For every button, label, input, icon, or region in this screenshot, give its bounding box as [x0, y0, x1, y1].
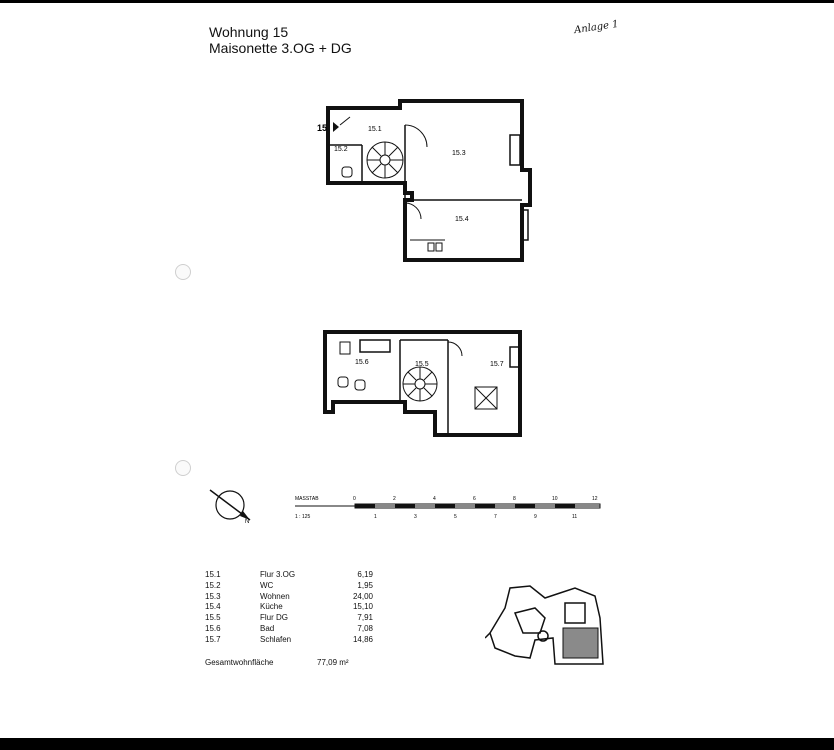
scale-bar-label: MASSTAB [295, 496, 319, 502]
scale-tick: 0 [353, 496, 356, 502]
punch-hole [175, 460, 191, 476]
scale-tick: 9 [534, 514, 537, 520]
unit-marker: 15 [317, 123, 327, 133]
scale-tick: 8 [513, 496, 516, 502]
scan-edge-bottom [0, 738, 834, 750]
scale-ratio: 1 : 125 [295, 514, 311, 520]
total-area-label: Gesamtwohnfläche [205, 658, 274, 667]
scale-tick: 1 [374, 514, 377, 520]
spiral-stair-icon [366, 141, 404, 179]
room-label: 15.2 [334, 146, 348, 153]
annex-note: Anlage 1 [573, 18, 620, 37]
room-label: 15.7 [490, 361, 504, 368]
unit-entry-arrow-icon [333, 122, 339, 132]
floor-plan-upper: 15 15.1 15.2 15.3 15.4 [317, 99, 532, 262]
north-arrow-icon: N [209, 489, 251, 525]
scale-tick: 10 [552, 496, 558, 502]
room-label: 15.1 [368, 126, 382, 133]
room-label: 15.5 [415, 361, 429, 368]
scale-tick: 6 [473, 496, 476, 502]
scale-tick: 11 [572, 514, 577, 520]
punch-hole [175, 264, 191, 280]
scale-tick: 12 [592, 496, 598, 502]
room-label: 15.6 [355, 359, 369, 366]
page-title: Wohnung 15 [209, 24, 289, 40]
scale-tick: 5 [454, 514, 457, 520]
skylight-icon [474, 386, 498, 410]
total-area-value: 77,09 m² [317, 658, 349, 667]
building-site-plan-icon [485, 585, 604, 665]
floor-plan-lower: 15.6 15.5 15.7 [323, 330, 522, 437]
scale-tick: 4 [433, 496, 436, 502]
page-subtitle: Maisonette 3.OG + DG [209, 40, 352, 56]
scale-tick: 2 [393, 496, 396, 502]
room-label: 15.3 [452, 150, 466, 157]
spiral-stair-icon [402, 366, 438, 402]
scale-tick: 7 [494, 514, 497, 520]
room-label: 15.4 [455, 216, 469, 223]
svg-text:N: N [245, 519, 249, 525]
scale-bar: MASSTAB 0 2 4 6 8 10 12 1 3 5 7 9 11 1 :… [295, 496, 601, 520]
scale-tick: 3 [414, 514, 417, 520]
scan-edge-top [0, 0, 834, 3]
